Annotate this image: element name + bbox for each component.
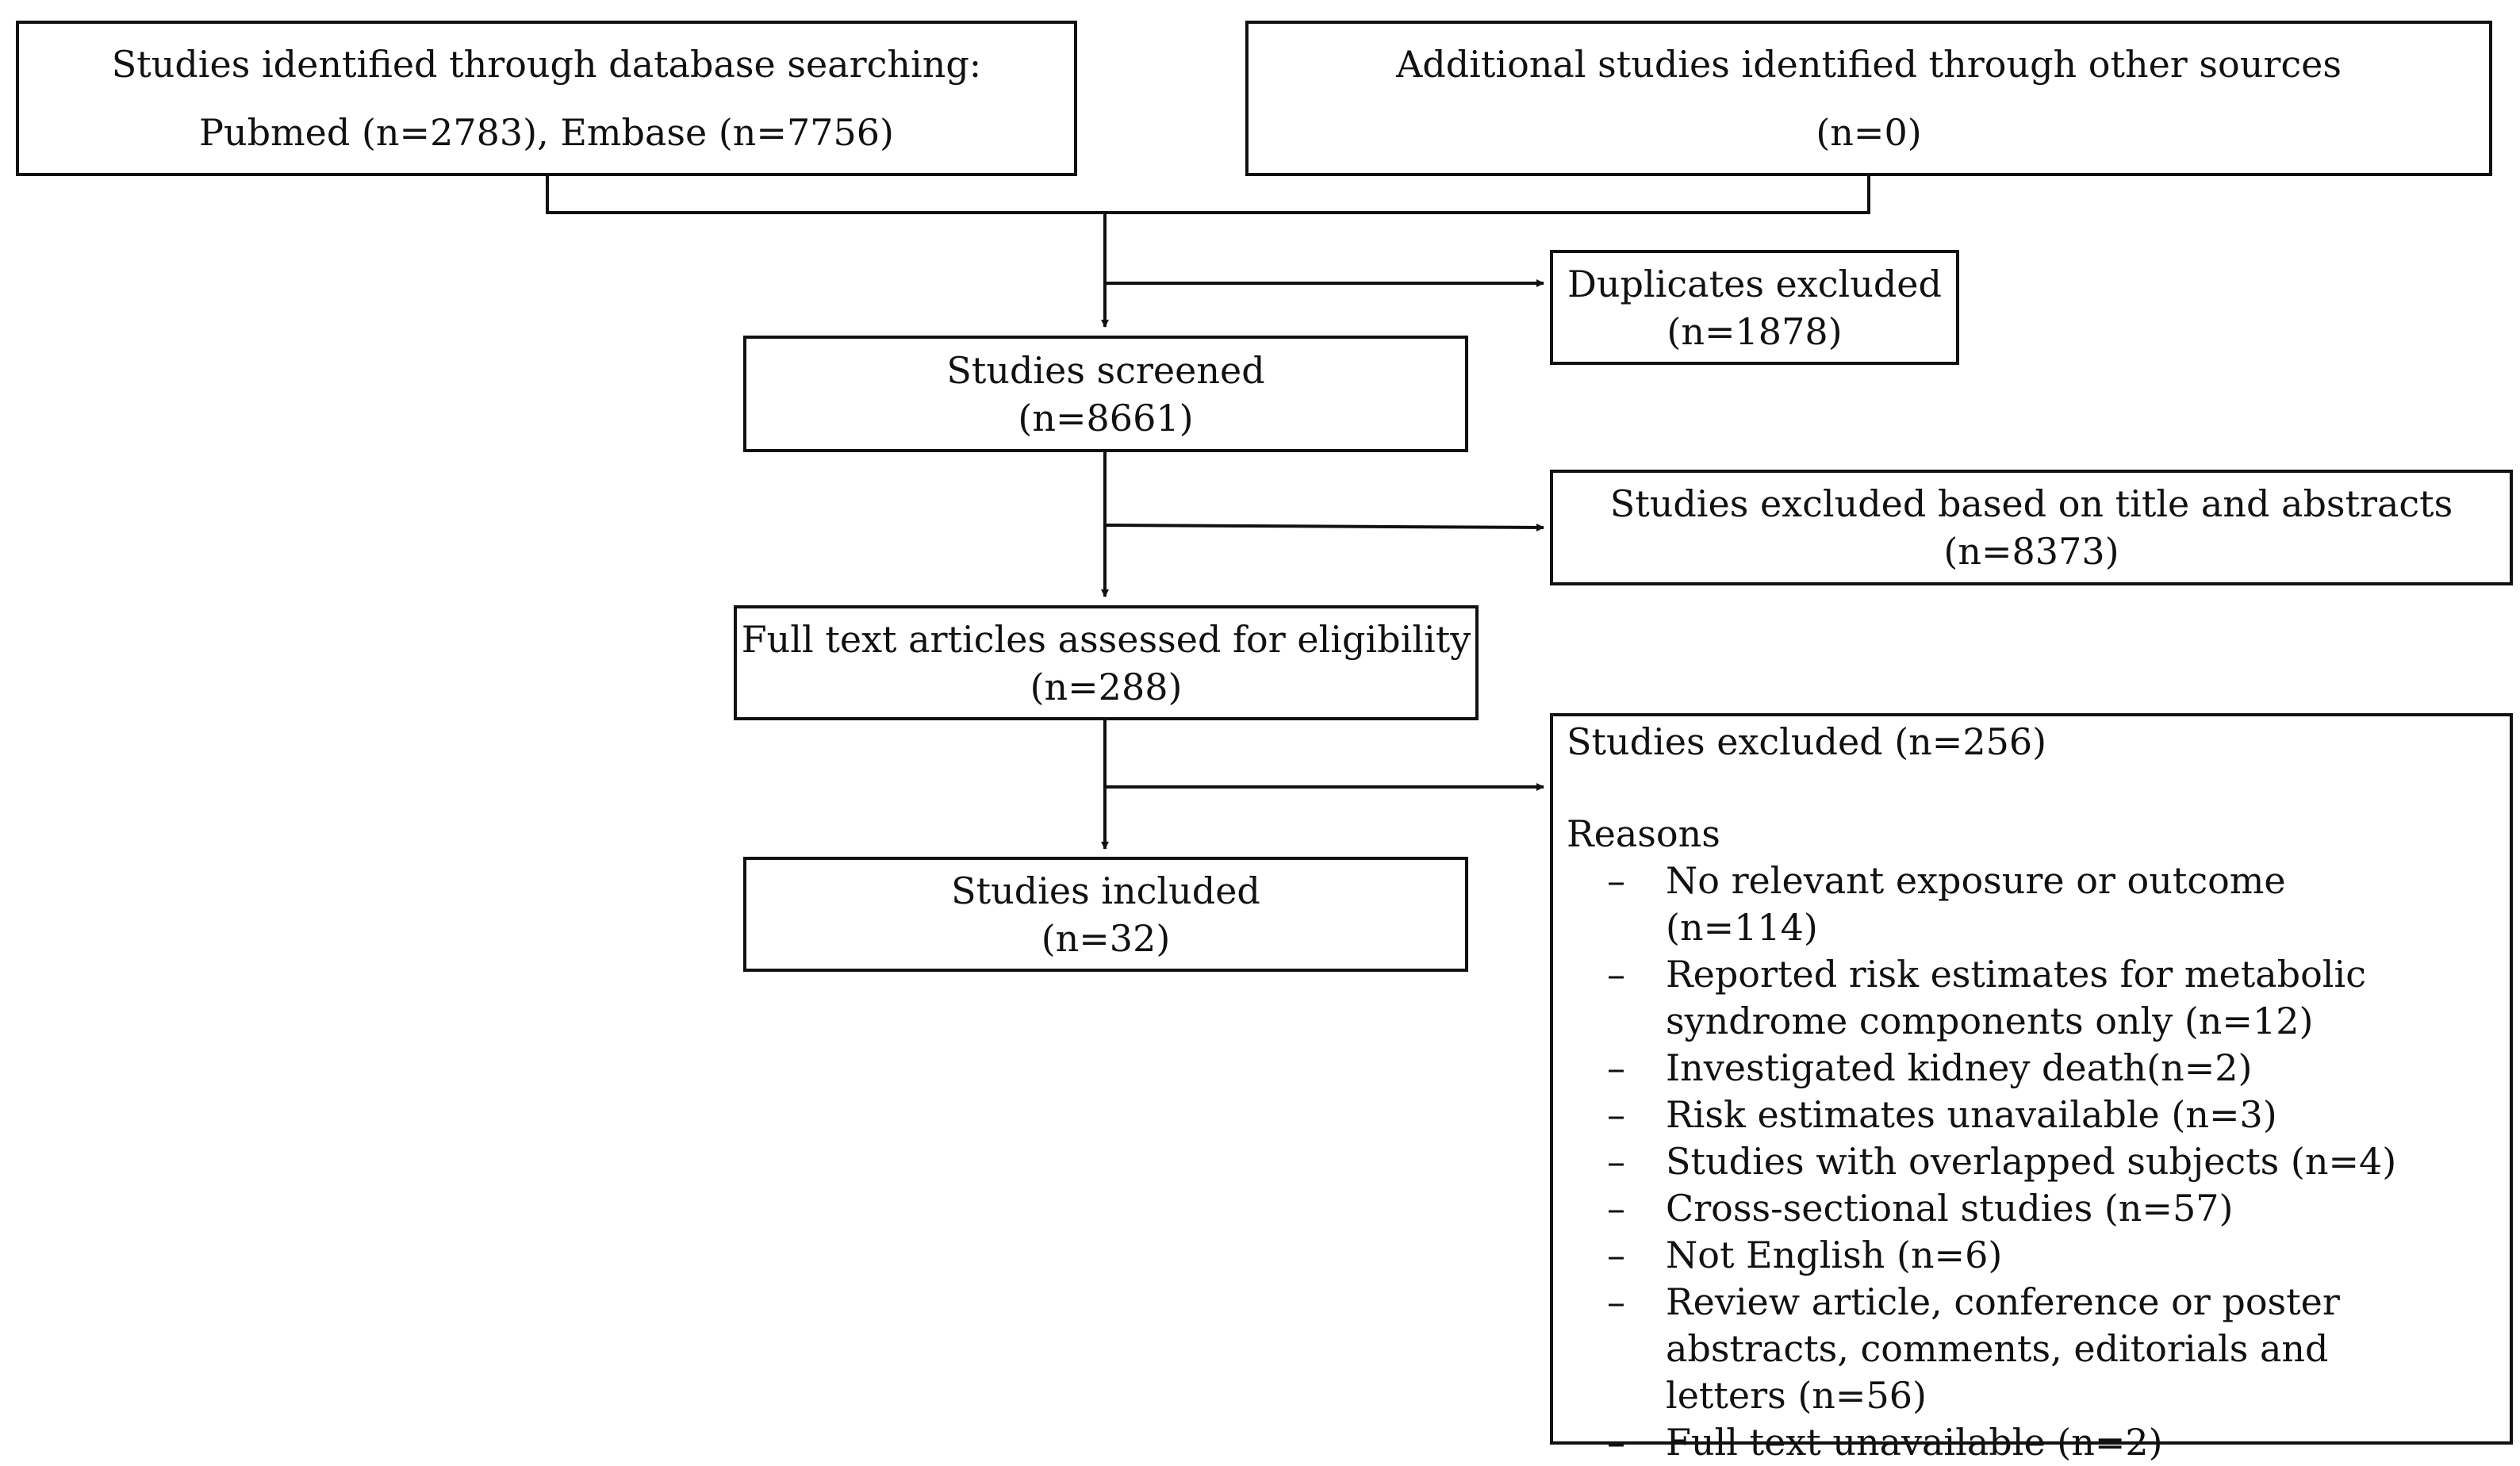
excluded-fulltext-box: [1550, 713, 2513, 1445]
studies-screened-label: Studies screened: [946, 348, 1265, 392]
other-sources-title: Additional studies identified through ot…: [1396, 43, 2342, 86]
excluded-title-abstract-label: Studies excluded based on title and abst…: [1609, 482, 2453, 525]
arrow-to-excluded-title: [1104, 523, 1544, 532]
reason-text: Review article, conference or poster abs…: [1666, 1280, 2340, 1417]
reason-item: –Risk estimates unavailable (n=3): [1567, 1092, 2403, 1138]
reason-text: Full text unavailable (n=2): [1666, 1421, 2163, 1464]
reason-item: –Investigated kidney death(n=2): [1567, 1045, 2403, 1092]
reasons-heading: Reasons: [1567, 812, 1720, 855]
dash-bullet: –: [1607, 1421, 1625, 1464]
fulltext-assessed-count: (n=288): [1030, 665, 1183, 708]
excluded-fulltext-label: Studies excluded (n=256): [1567, 720, 2047, 763]
reason-item: –Cross-sectional studies (n=57): [1567, 1185, 2403, 1232]
excluded-title-abstract-box: Studies excluded based on title and abst…: [1550, 470, 2513, 585]
duplicates-excluded-box: Duplicates excluded (n=1878): [1550, 250, 1959, 365]
studies-included-label: Studies included: [951, 869, 1260, 912]
fulltext-assessed-label: Full text articles assessed for eligibil…: [741, 617, 1471, 661]
reason-item: –Review article, conference or poster ab…: [1567, 1279, 2403, 1419]
reason-item: –Studies with overlapped subjects (n=4): [1567, 1138, 2403, 1185]
reason-text: Reported risk estimates for metabolic sy…: [1666, 953, 2366, 1042]
reason-item: –Not English (n=6): [1567, 1232, 2403, 1279]
excluded-fulltext-content: Studies excluded (n=256) Reasons –No rel…: [1567, 718, 2403, 1466]
reason-text: Not English (n=6): [1666, 1234, 2003, 1276]
studies-included-box: Studies included (n=32): [743, 857, 1468, 972]
database-search-box: Studies identified through database sear…: [16, 21, 1077, 176]
reason-item: –Full text unavailable (n=2): [1567, 1419, 2403, 1466]
dash-bullet: –: [1607, 1280, 1625, 1323]
reason-text: Risk estimates unavailable (n=3): [1666, 1093, 2277, 1136]
database-search-counts: Pubmed (n=2783), Embase (n=7756): [199, 111, 894, 154]
other-sources-count: (n=0): [1816, 111, 1922, 154]
other-sources-box: Additional studies identified through ot…: [1245, 21, 2492, 176]
dash-bullet: –: [1607, 953, 1625, 996]
dash-bullet: –: [1607, 1234, 1625, 1276]
reason-text: No relevant exposure or outcome (n=114): [1666, 859, 2286, 949]
merge-connector: [546, 176, 1870, 214]
dash-bullet: –: [1607, 1046, 1625, 1089]
dash-bullet: –: [1607, 1140, 1625, 1183]
duplicates-excluded-count: (n=1878): [1667, 309, 1843, 353]
duplicates-excluded-label: Duplicates excluded: [1567, 262, 1942, 305]
reason-text: Investigated kidney death(n=2): [1666, 1046, 2253, 1089]
reason-text: Cross-sectional studies (n=57): [1666, 1187, 2234, 1230]
reason-text: Studies with overlapped subjects (n=4): [1666, 1140, 2397, 1183]
database-search-title: Studies identified through database sear…: [111, 43, 982, 86]
fulltext-assessed-box: Full text articles assessed for eligibil…: [734, 605, 1479, 720]
reasons-list: –No relevant exposure or outcome (n=114)…: [1567, 858, 2403, 1466]
reason-item: –No relevant exposure or outcome (n=114): [1567, 858, 2403, 951]
studies-screened-box: Studies screened (n=8661): [743, 336, 1468, 452]
reason-item: –Reported risk estimates for metabolic s…: [1567, 951, 2403, 1045]
dash-bullet: –: [1607, 1093, 1625, 1136]
dash-bullet: –: [1607, 1187, 1625, 1230]
studies-screened-count: (n=8661): [1018, 396, 1194, 439]
studies-included-count: (n=32): [1041, 916, 1171, 960]
dash-bullet: –: [1607, 859, 1625, 902]
excluded-title-abstract-count: (n=8373): [1943, 530, 2119, 573]
